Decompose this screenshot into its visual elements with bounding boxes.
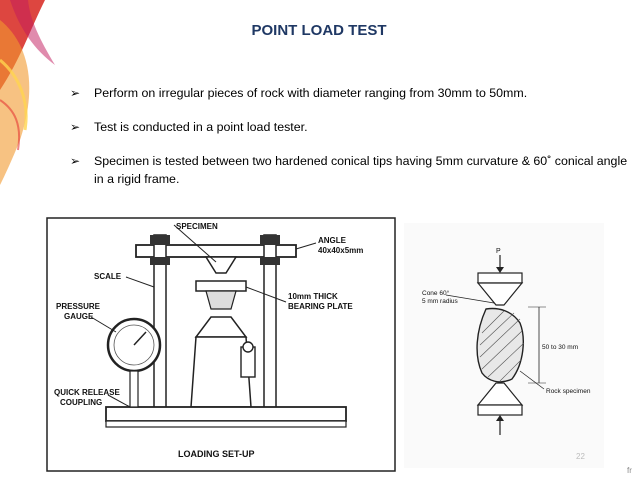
arrow-bullet-icon: ➢ <box>70 120 81 134</box>
figure-caption: LOADING SET-UP <box>178 449 255 459</box>
bullet-text: Specimen is tested between two hardened … <box>94 154 628 186</box>
label-pressure: PRESSURE <box>56 302 101 311</box>
label-cone: Cone 60° <box>422 289 450 297</box>
label-range: 50 to 30 mm <box>542 344 578 351</box>
bullet-text: Perform on irregular pieces of rock with… <box>94 86 528 100</box>
label-specimen: SPECIMEN <box>176 222 218 231</box>
label-rock-specimen: Rock specimen <box>546 388 591 395</box>
bullet-item: ➢ Test is conducted in a point load test… <box>70 118 630 136</box>
label-radius: 5 mm radius <box>422 298 459 305</box>
label-angle: ANGLE <box>318 236 347 245</box>
bullet-list: ➢ Perform on irregular pieces of rock wi… <box>70 84 630 204</box>
bullet-item: ➢ Perform on irregular pieces of rock wi… <box>70 84 630 102</box>
specimen-cone-diagram: P Cone 60° 5 mm radius 50 to 30 mm Rock … <box>404 223 604 468</box>
arrow-bullet-icon: ➢ <box>70 154 81 168</box>
bullet-text: Test is conducted in a point load tester… <box>94 120 308 134</box>
label-quick-release: QUICK RELEASE <box>54 388 120 397</box>
page-number: 22 <box>576 452 585 461</box>
slide-title: POINT LOAD TEST <box>251 22 387 39</box>
label-plate-2: BEARING PLATE <box>288 302 353 311</box>
arrow-bullet-icon: ➢ <box>70 86 81 100</box>
decorative-swirl <box>0 0 55 185</box>
loading-setup-diagram: SPECIMEN ANGLE 40x40x5mm SCALE PRESSURE … <box>46 217 396 472</box>
label-scale: SCALE <box>94 272 122 281</box>
corner-mark: fr <box>627 466 632 475</box>
bullet-item: ➢ Specimen is tested between two hardene… <box>70 152 630 188</box>
label-p: P <box>496 248 501 255</box>
label-coupling: COUPLING <box>60 398 102 407</box>
label-plate-1: 10mm THICK <box>288 292 338 301</box>
label-angle-size: 40x40x5mm <box>318 246 363 255</box>
label-gauge: GAUGE <box>64 312 94 321</box>
